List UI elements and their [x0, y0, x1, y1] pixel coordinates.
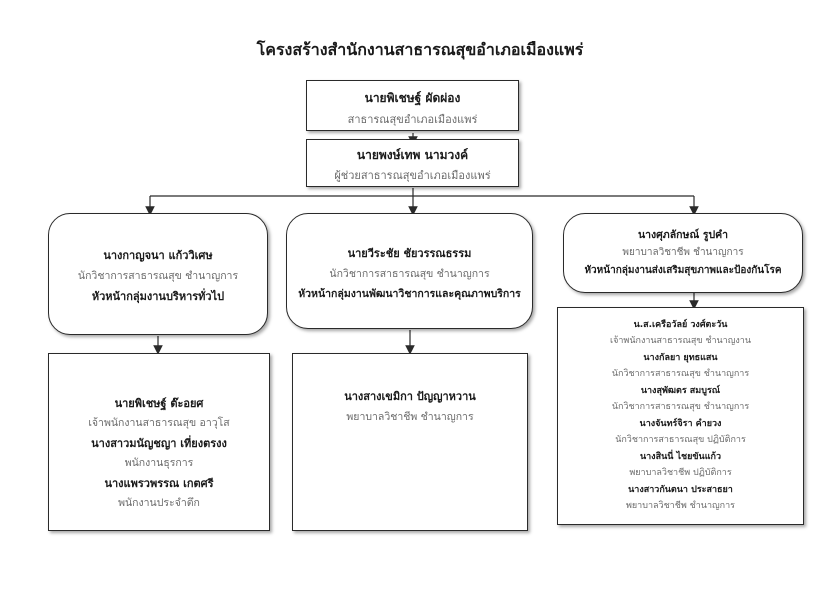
group-box-academic-quality: นายวีระชัย ชัยวรรณธรรม นักวิชาการสาธารณส…: [286, 213, 533, 329]
deputy-position: ผู้ช่วยสาธารณสุขอำเภอเมืองแพร่: [334, 169, 491, 182]
group-head-name: นางกาญจนา แก้ววิเศษ: [103, 249, 213, 262]
staff-box-general-admin: นายพิเชษฐ์ ต๊ะอยศ เจ้าพนักงานสาธารณสุข อ…: [48, 353, 270, 531]
staff-position: เจ้าพนักงานสาธารณสุข ชำนาญงาน: [610, 336, 751, 346]
chart-title: โครงสร้างสำนักงานสาธารณสุขอำเภอเมืองแพร่: [256, 40, 584, 59]
staff-name: นางสาวมนัญชญา เที่ยงตรงง: [91, 437, 227, 450]
staff-name: นายพิเชษฐ์ ต๊ะอยศ: [114, 397, 204, 410]
group-head-role: หัวหน้ากลุ่มงานส่งเสริมสุขภาพและป้องกันโ…: [584, 265, 782, 276]
deputy-box: นายพงษ์เทพ นามวงค์ ผู้ช่วยสาธารณสุขอำเภอ…: [306, 139, 519, 187]
staff-position: เจ้าพนักงานสาธารณสุข อาวุโส: [88, 417, 230, 429]
group-head-name: นายวีระชัย ชัยวรรณธรรม: [347, 247, 472, 260]
staff-name: นางสินนี่ ไชยขันแก้ว: [639, 452, 722, 462]
group-head-role: หัวหน้ากลุ่มงานพัฒนาวิชาการและคุณภาพบริก…: [298, 288, 521, 300]
staff-position: พนักงานประจำตึก: [118, 497, 200, 509]
group-head-position: นักวิชาการสาธารณสุข ชำนาญการ: [329, 268, 490, 280]
head-box: นายพิเชษฐ์ ผัดผ่อง สาธารณสุขอำเภอเมืองแพ…: [306, 80, 519, 131]
group-box-general-admin: นางกาญจนา แก้ววิเศษ นักวิชาการสาธารณสุข …: [48, 213, 268, 335]
staff-name: นางสาวกันตนา ประสาธยา: [628, 485, 733, 495]
group-head-position: พยาบาลวิชาชีพ ชำนาญการ: [622, 247, 744, 258]
staff-position: พยาบาลวิชาชีพ ปฏิบัติการ: [629, 468, 732, 478]
staff-name: นางสุพัฒตร สมบูรณ์: [640, 386, 721, 396]
group-head-position: นักวิชาการสาธารณสุข ชำนาญการ: [77, 270, 239, 282]
staff-box-academic-quality: นางสางเขมิกา ปัญญาหวาน พยาบาลวิชาชีพ ชำน…: [292, 353, 528, 531]
staff-position: นักวิชาการสาธารณสุข ชำนาญการ: [611, 369, 750, 379]
head-name: นายพิเชษฐ์ ผัดผ่อง: [364, 91, 461, 105]
staff-name: นางสางเขมิกา ปัญญาหวาน: [344, 390, 476, 403]
deputy-name: นายพงษ์เทพ นามวงค์: [356, 148, 469, 162]
staff-position: นักวิชาการสาธารณสุข ปฏิบัติการ: [615, 435, 746, 445]
staff-name: น.ส.เครือวัลย์ วงศ์ตะวัน: [633, 320, 728, 330]
group-head-name: นางศุภลักษณ์ รูปคำ: [637, 229, 729, 241]
staff-name: นางแพรวพรรณ เกตศรี: [104, 477, 214, 490]
group-box-health-promotion: นางศุภลักษณ์ รูปคำ พยาบาลวิชาชีพ ชำนาญกา…: [563, 213, 803, 293]
staff-name: นางกัลยา ยุทธแสน: [643, 353, 718, 363]
group-head-role: หัวหน้ากลุ่มงานบริหารทั่วไป: [91, 290, 225, 303]
staff-position: พยาบาลวิชาชีพ ชำนาญการ: [346, 411, 474, 423]
staff-name: นางจันทร์จิรา คำยวง: [639, 419, 722, 429]
head-position: สาธารณสุขอำเภอเมืองแพร่: [347, 113, 478, 126]
staff-position: พยาบาลวิชาชีพ ชำนาญการ: [625, 501, 736, 511]
staff-box-health-promotion: น.ส.เครือวัลย์ วงศ์ตะวัน เจ้าพนักงานสาธา…: [557, 307, 804, 525]
staff-position: พนักงานธุรการ: [124, 457, 194, 469]
staff-position: นักวิชาการสาธารณสุข ชำนาญการ: [611, 402, 750, 412]
